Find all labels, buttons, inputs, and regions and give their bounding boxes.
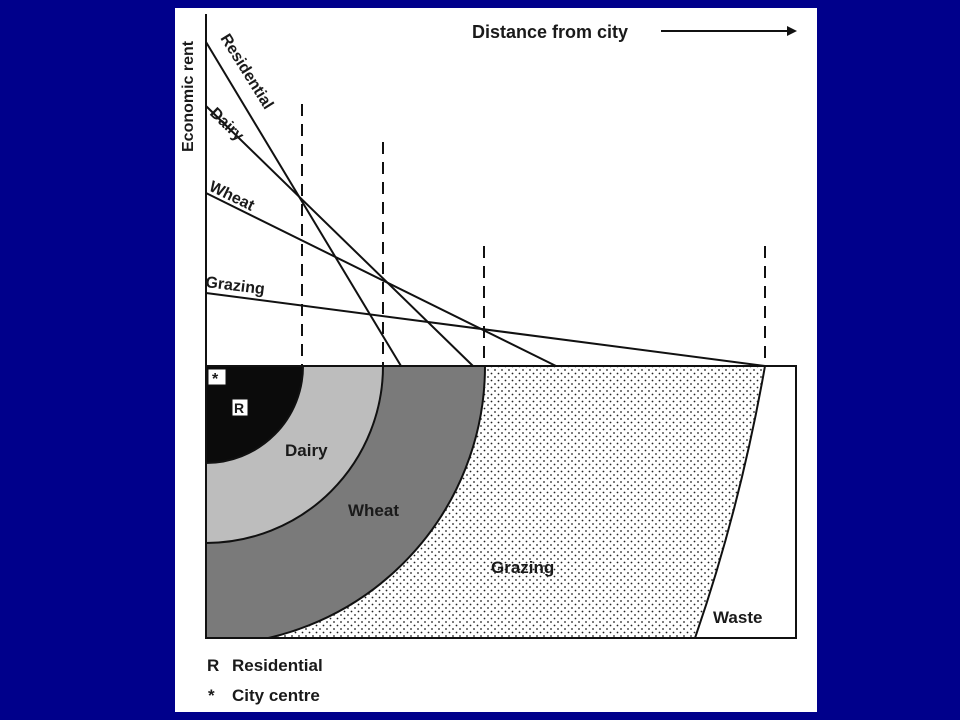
grazing-zone-label: Grazing — [491, 558, 554, 577]
legend-text-city-centre: City centre — [232, 686, 320, 705]
residential-marker-box — [231, 398, 249, 417]
wheat-zone-label: Wheat — [348, 501, 399, 520]
legend-text-residential: Residential — [232, 656, 323, 675]
legend-symbol-city-centre: * — [208, 686, 215, 705]
land-frame — [205, 365, 797, 639]
wheat-rent-line — [205, 192, 557, 367]
residential-line-label: Residential — [217, 31, 277, 112]
legend: R Residential * City centre — [207, 656, 323, 705]
grazing-rent-line — [205, 292, 766, 367]
city-centre-marker: * — [212, 371, 219, 388]
waste-zone-label: Waste — [713, 608, 762, 627]
y-axis-label: Economic rent — [180, 40, 197, 152]
diagram-panel: Economic rent Distance from city Residen… — [175, 8, 817, 712]
wheat-line-label: Wheat — [206, 178, 257, 215]
city-centre-box — [207, 368, 227, 386]
residential-marker: R — [234, 400, 244, 416]
land-use-zones — [206, 366, 767, 638]
residential-zone — [206, 366, 304, 464]
zone-boundaries — [301, 104, 766, 366]
dairy-rent-line — [205, 105, 474, 367]
arrow-right-icon — [661, 26, 797, 36]
residential-rent-line — [205, 41, 402, 367]
rent-lines — [205, 41, 766, 367]
x-axis-label: Distance from city — [472, 22, 628, 42]
von-thunen-diagram: Economic rent Distance from city Residen… — [180, 14, 797, 705]
legend-symbol-residential: R — [207, 656, 219, 675]
dairy-zone-label: Dairy — [285, 441, 328, 460]
